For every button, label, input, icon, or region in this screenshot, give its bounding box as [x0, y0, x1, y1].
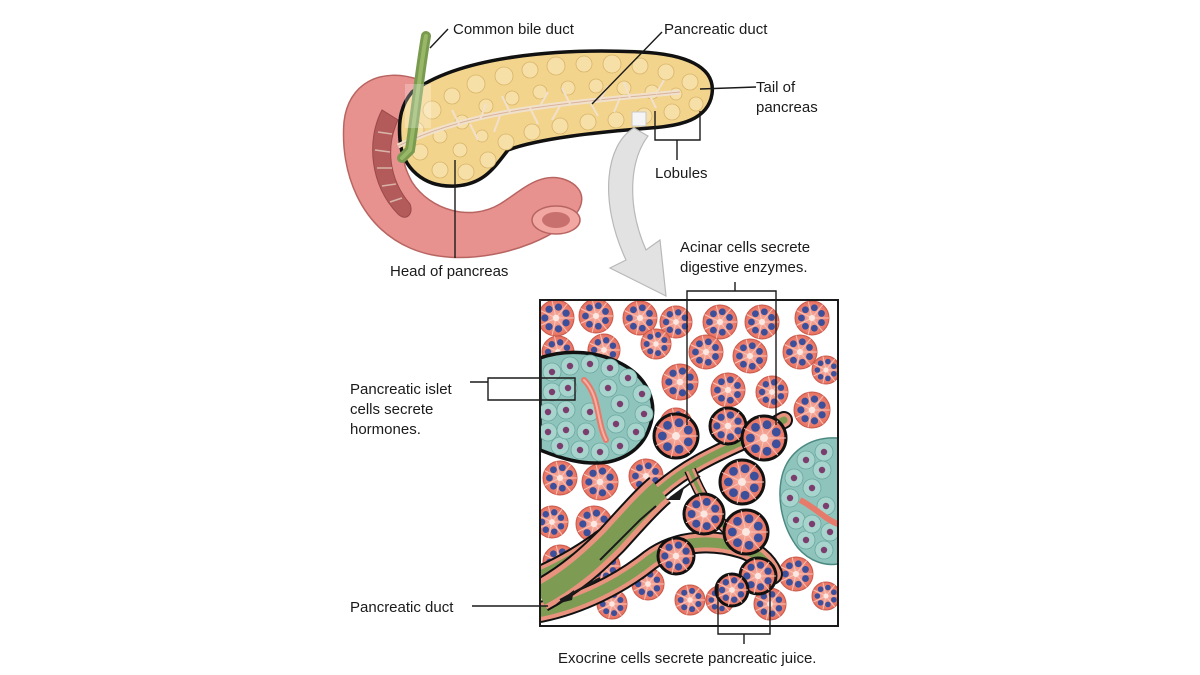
- islet-cell: [542, 362, 562, 382]
- microscopic-view: [539, 299, 839, 627]
- islet-cell: [540, 422, 558, 442]
- pancreas: [396, 49, 714, 188]
- acinus: [640, 328, 672, 360]
- islet-cell: [580, 354, 600, 374]
- acinus: [811, 581, 838, 611]
- pancreatic-islet-left: [540, 350, 655, 465]
- islet-cell: [606, 414, 626, 434]
- islet-cell: [796, 450, 816, 470]
- acinus: [578, 300, 614, 334]
- lobule-sample: [631, 111, 647, 127]
- islet-cell: [802, 514, 822, 534]
- acinus: [702, 304, 738, 340]
- label-tail-line1: Tail of: [756, 79, 796, 96]
- acinus: [778, 556, 814, 592]
- islet-cell: [632, 384, 652, 404]
- islet-cell: [556, 400, 576, 420]
- acinus: [682, 492, 726, 536]
- islet-cell: [796, 530, 816, 550]
- islet-cell: [618, 368, 638, 388]
- label-common-bile-duct: Common bile duct: [453, 21, 575, 38]
- islet-cell: [570, 440, 590, 460]
- label-pancreatic-duct-top: Pancreatic duct: [664, 21, 768, 38]
- label-lobules: Lobules: [655, 165, 708, 182]
- islet-cell: [558, 378, 578, 398]
- acinus: [581, 463, 619, 501]
- label-head-of-pancreas: Head of pancreas: [390, 263, 508, 280]
- label-acinar-line1: Acinar cells secrete: [680, 239, 810, 256]
- acinus: [755, 375, 789, 409]
- islet-cell: [590, 442, 610, 462]
- acinus: [540, 505, 569, 539]
- islet-cell: [814, 442, 834, 462]
- acinus: [714, 572, 750, 608]
- label-tail-line2: pancreas: [756, 99, 818, 116]
- islet-cell: [610, 394, 630, 414]
- islet-cell: [600, 358, 620, 378]
- duct-acini: [652, 406, 788, 608]
- label-exocrine: Exocrine cells secrete pancreatic juice.: [558, 650, 816, 667]
- acinus: [674, 584, 706, 616]
- acinus: [738, 556, 778, 596]
- microscopic-frame: [539, 299, 839, 627]
- islet-cell: [550, 436, 570, 456]
- magnify-arrow: [608, 127, 667, 298]
- islet-cell: [626, 422, 646, 442]
- islet-cell: [540, 402, 558, 422]
- acinus: [688, 334, 724, 370]
- islet-cell: [802, 478, 822, 498]
- islet-cell: [784, 468, 804, 488]
- acinus: [722, 508, 770, 556]
- acinus: [794, 300, 830, 336]
- acinus: [718, 458, 766, 506]
- islet-cell: [556, 420, 576, 440]
- acinus: [659, 305, 693, 339]
- islet-cell: [610, 436, 630, 456]
- label-acinar-line2: digestive enzymes.: [680, 259, 808, 276]
- acinus: [782, 334, 818, 370]
- label-islet-line2: cells secrete: [350, 401, 433, 418]
- islet-cell: [812, 460, 832, 480]
- islet-cell: [576, 422, 596, 442]
- acinus: [732, 338, 768, 374]
- acinus: [622, 300, 658, 336]
- leader-lines: [429, 28, 777, 644]
- common-bile-duct: [397, 31, 431, 163]
- islet-cell: [634, 404, 654, 424]
- acinus: [652, 412, 700, 460]
- label-islet-line3: hormones.: [350, 421, 421, 438]
- islet-cell: [560, 356, 580, 376]
- acinus: [740, 414, 788, 462]
- acinus: [708, 406, 748, 446]
- acinus: [793, 391, 831, 429]
- acinus: [811, 355, 838, 385]
- acinus: [542, 460, 578, 496]
- label-pancreatic-duct-bottom: Pancreatic duct: [350, 599, 454, 616]
- acinus: [661, 363, 699, 401]
- pancreatic-islet-right: [779, 437, 838, 566]
- acinus: [744, 304, 780, 340]
- acinus: [656, 536, 696, 576]
- acinus: [710, 372, 746, 408]
- islet-cell: [780, 488, 800, 508]
- islet-cell: [814, 540, 834, 560]
- acinus: [540, 300, 575, 337]
- label-islet-line1: Pancreatic islet: [350, 381, 453, 398]
- islet-cell: [598, 378, 618, 398]
- islet-cell: [786, 510, 806, 530]
- islet-cell: [542, 382, 562, 402]
